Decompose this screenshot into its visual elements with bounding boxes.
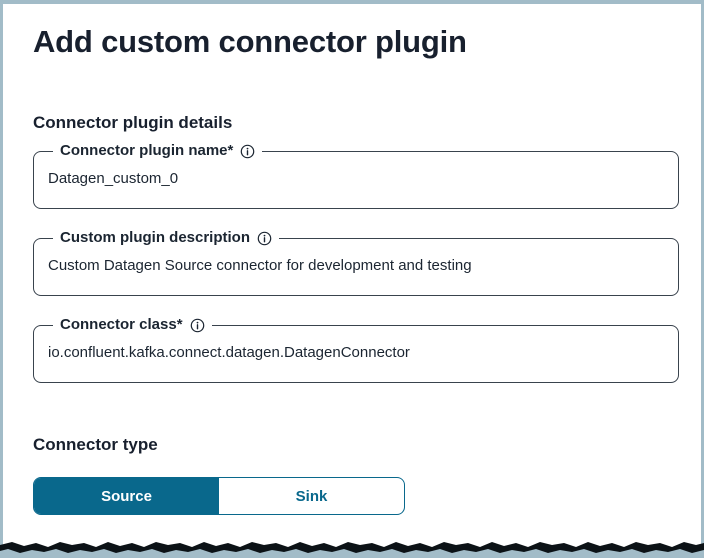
- custom-plugin-description-input[interactable]: [48, 255, 664, 275]
- field-label-text: Custom plugin description: [60, 229, 250, 246]
- field-label-connector-plugin-name: Connector plugin name*: [53, 142, 262, 160]
- field-label-text: Connector class*: [60, 316, 183, 333]
- section-heading-plugin-details: Connector plugin details: [33, 113, 233, 132]
- info-icon[interactable]: [257, 231, 272, 246]
- field-label-custom-plugin-description: Custom plugin description: [53, 229, 279, 247]
- add-custom-connector-plugin-page: Add custom connector plugin Connector pl…: [3, 4, 701, 558]
- info-icon[interactable]: [240, 144, 255, 159]
- page-title: Add custom connector plugin: [33, 24, 467, 59]
- field-custom-plugin-description: Custom plugin description: [33, 229, 679, 296]
- connector-type-section: Connector type Source Sink: [33, 433, 679, 515]
- info-icon[interactable]: [190, 318, 205, 333]
- connector-plugin-name-input[interactable]: [48, 168, 664, 188]
- sink-button[interactable]: Sink: [219, 478, 404, 514]
- plugin-details-section: Connector plugin details Connector plugi…: [33, 111, 679, 383]
- connector-type-toggle: Source Sink: [33, 477, 405, 515]
- field-label-text: Connector plugin name*: [60, 142, 234, 159]
- section-heading-connector-type: Connector type: [33, 435, 158, 454]
- torn-edge: [0, 542, 704, 558]
- source-button[interactable]: Source: [34, 478, 219, 514]
- field-connector-class: Connector class*: [33, 316, 679, 383]
- field-connector-plugin-name: Connector plugin name*: [33, 142, 679, 209]
- connector-class-input[interactable]: [48, 342, 664, 362]
- field-label-connector-class: Connector class*: [53, 316, 212, 334]
